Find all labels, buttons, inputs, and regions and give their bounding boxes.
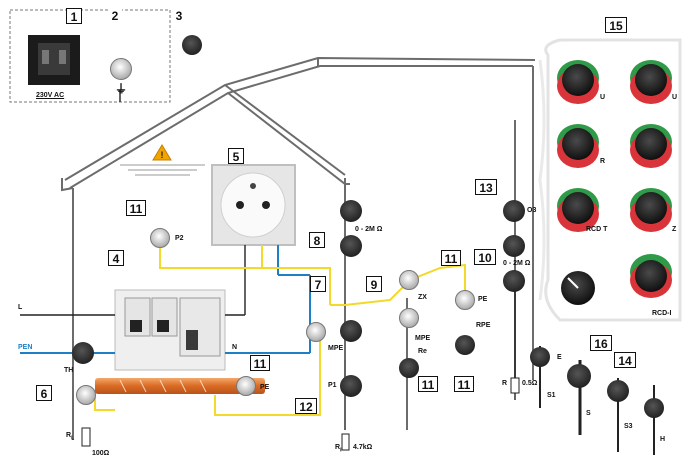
callout-9: 9 [366,276,382,292]
zero-ohm-label: 0 - 2M Ω [355,226,383,233]
callout-5: 5 [228,148,244,164]
terminal-icon[interactable] [306,322,326,342]
terminal-icon[interactable] [340,320,362,342]
s3-label: S3 [624,423,633,430]
load-value-label: 100Ω [92,450,110,457]
terminal-icon[interactable] [150,228,170,248]
o3-label: O3 [527,207,537,214]
callout-4: 4 [108,250,124,266]
terminal-icon[interactable] [76,385,96,405]
terminal-icon[interactable] [72,342,94,364]
callout-2: 2 [108,8,122,24]
callout-8: 8 [309,232,325,248]
r-load-label: RL [66,432,75,442]
terminal-icon[interactable] [182,35,202,55]
button-label-rcd-i: RCD-I [652,310,672,317]
callout-11-d: 11 [418,376,438,392]
callout-7: 7 [310,276,326,292]
terminal-icon[interactable] [110,58,132,80]
resistor-icon [510,377,520,394]
callout-11-b: 11 [250,355,270,371]
button-label-r: R [600,158,606,165]
terminal-icon[interactable] [236,376,256,396]
terminal-icon[interactable] [340,200,362,222]
ohm10-label: 0 - 2M Ω [503,260,531,267]
test-probes [539,346,655,455]
p1-label: P1 [328,382,337,389]
callout-13: 13 [475,179,497,195]
rpe-label: RPE [476,322,491,329]
warning-icon [152,144,172,161]
s-label: S [586,410,591,417]
callout-11-a: 11 [126,200,146,216]
callout-11-c: 11 [441,250,461,266]
p2-label: P2 [175,235,184,242]
terminal-icon[interactable] [644,398,664,418]
function-buttons [557,60,672,298]
supply-label: 230V AC [36,92,65,99]
callout-12: 12 [295,398,317,414]
button-label-u1: U [600,94,606,101]
button-label-rcd: RCD T [586,226,608,233]
button-panel-outline [544,38,682,322]
callout-14: 14 [614,352,636,368]
iso-value-label: 4.7kΩ [353,444,373,451]
terminal-icon[interactable] [399,308,419,328]
callout-3: 3 [172,8,186,24]
heater-element [95,378,265,394]
terminal-icon[interactable] [503,235,525,257]
terminal-icon[interactable] [530,347,550,367]
terminal-icon[interactable] [399,270,419,290]
terminal-icon[interactable] [455,290,475,310]
r-iso-label: RI [335,444,342,454]
callout-6: 6 [36,385,52,401]
terminal-icon[interactable] [503,270,525,292]
callout-15: 15 [605,17,627,33]
h-label: H [660,436,666,443]
re-label: Re [418,348,427,355]
terminal-icon[interactable] [455,335,475,355]
button-label-u2: U [672,94,678,101]
terminal-icon[interactable] [340,375,362,397]
pe-right-label: PE [260,384,270,391]
n-label: N [232,344,238,351]
pen-label: PEN [18,344,33,351]
callout-1: 1 [66,8,82,24]
th-label: TH [64,367,74,374]
r-earth-label: R [502,380,508,387]
zx-label: ZX [418,294,427,301]
terminal-icon[interactable] [607,380,629,402]
supply-box [9,9,171,103]
s1-label: S1 [547,392,556,399]
terminal-icon[interactable] [503,200,525,222]
terminal-icon[interactable] [340,235,362,257]
resistor-icon [341,433,350,451]
terminal-icon[interactable] [567,364,591,388]
mpe2-label: MPE [415,335,431,342]
pe2-label: PE [478,296,488,303]
resistor-icon [81,427,91,447]
l-label: L [18,304,23,311]
terminal-icon[interactable] [399,358,419,378]
e-label: E [557,354,562,361]
mpe-label: MPE [328,345,344,352]
callout-11-e: 11 [454,376,474,392]
ground-icon: ⏚ [115,82,128,96]
callout-16: 16 [590,335,612,351]
callout-10: 10 [474,249,496,265]
svg-text:!: ! [161,150,164,160]
button-label-z: Z [672,226,677,233]
r-earth-value: 0.5Ω [522,380,538,387]
